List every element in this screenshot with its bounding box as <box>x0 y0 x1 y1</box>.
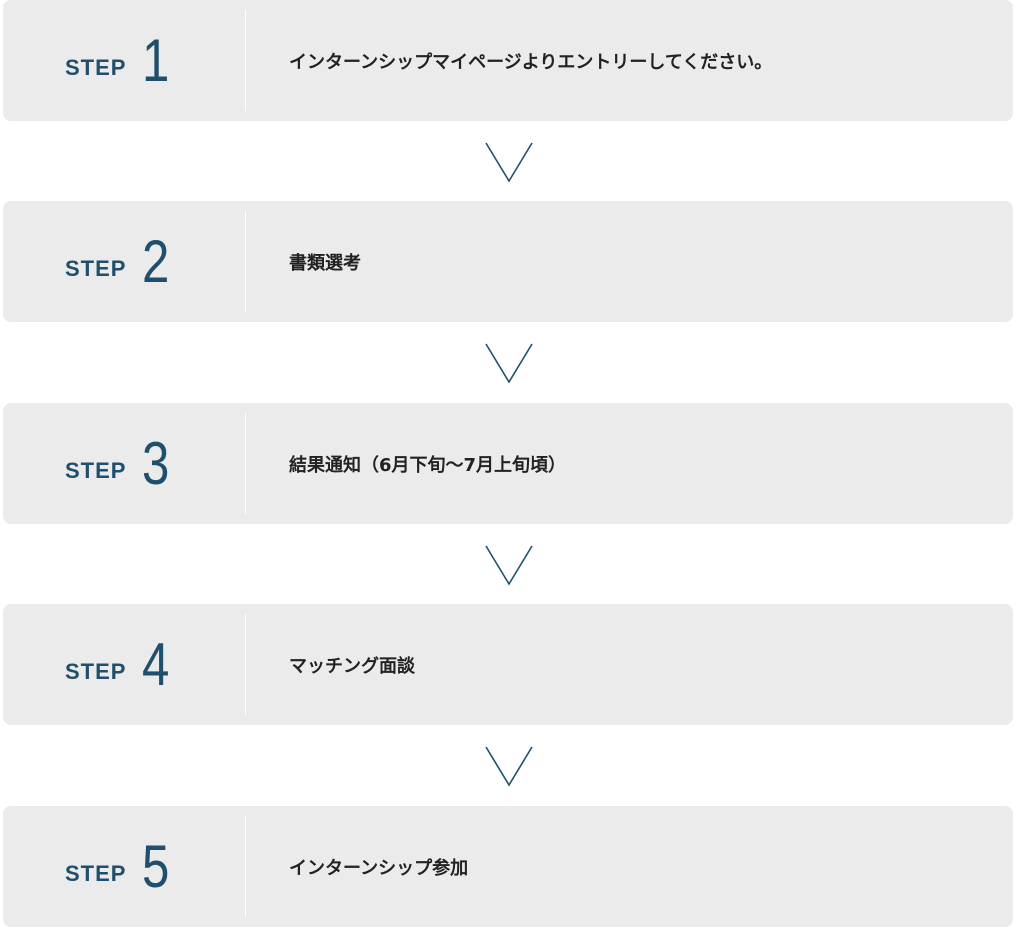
step-tag: STEP 3 <box>65 403 176 524</box>
step-label: STEP <box>65 54 127 80</box>
step-number: 3 <box>142 429 170 497</box>
step-number: 4 <box>142 630 170 698</box>
step-card-5: STEP 5 インターンシップ参加 <box>3 806 1013 927</box>
step-tag: STEP 2 <box>65 201 176 322</box>
step-label: STEP <box>65 658 127 684</box>
step-description: 結果通知（6月下旬〜7月上旬頃） <box>289 454 567 476</box>
step-tag: STEP 5 <box>65 806 176 927</box>
step-label: STEP <box>65 457 127 483</box>
step-description: 書類選考 <box>289 252 361 274</box>
chevron-down-icon <box>485 746 533 787</box>
step-divider <box>245 614 246 715</box>
step-number: 5 <box>142 832 170 900</box>
step-divider <box>245 413 246 514</box>
step-divider <box>245 10 246 111</box>
step-tag: STEP 4 <box>65 604 176 725</box>
step-label: STEP <box>65 255 127 281</box>
step-description: インターンシップ参加 <box>289 857 469 879</box>
step-card-1: STEP 1 インターンシップマイページよりエントリーしてください。 <box>3 0 1013 121</box>
step-description: マッチング面談 <box>289 655 415 677</box>
step-card-2: STEP 2 書類選考 <box>3 201 1013 322</box>
step-number: 2 <box>142 227 170 295</box>
step-description: インターンシップマイページよりエントリーしてください。 <box>289 51 773 73</box>
step-divider <box>245 816 246 917</box>
step-tag: STEP 1 <box>65 0 176 121</box>
chevron-down-icon <box>485 343 533 384</box>
step-divider <box>245 211 246 312</box>
step-label: STEP <box>65 860 127 886</box>
step-number: 1 <box>142 26 170 94</box>
chevron-down-icon <box>485 142 533 183</box>
chevron-down-icon <box>485 545 533 586</box>
step-card-4: STEP 4 マッチング面談 <box>3 604 1013 725</box>
step-card-3: STEP 3 結果通知（6月下旬〜7月上旬頃） <box>3 403 1013 524</box>
